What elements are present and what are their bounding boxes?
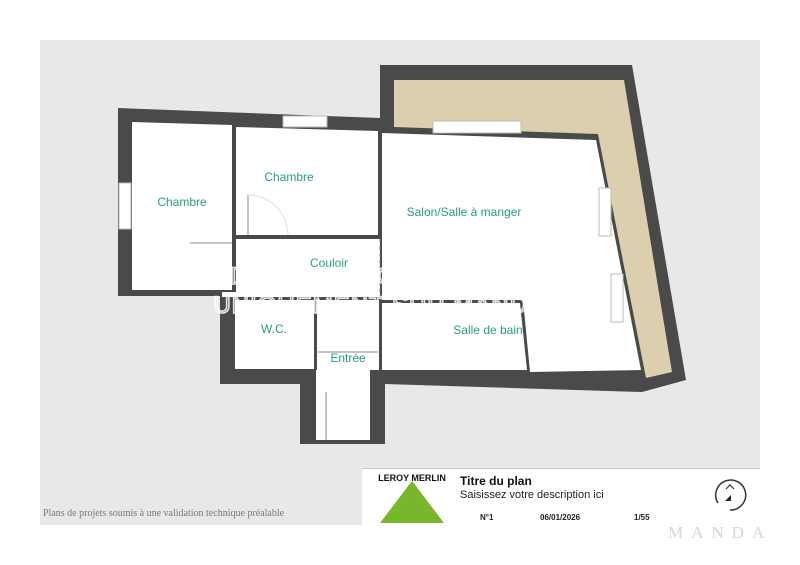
leroy-merlin-logo: LEROY MERLIN — [378, 473, 446, 523]
plan-title[interactable]: Titre du plan — [460, 474, 532, 488]
window — [432, 120, 522, 134]
room-label-salle-de-bain: Salle de bain — [453, 323, 522, 337]
room-chambre-top — [236, 127, 378, 235]
room-salon — [382, 133, 641, 372]
room-label-chambre-top: Chambre — [264, 170, 314, 184]
watermark-line1: DÉPOSEZ VOTRE DOSSIER — [230, 263, 570, 290]
plan-date: 06/01/2026 — [540, 513, 581, 522]
plan-number: N°1 — [480, 513, 494, 522]
room-label-entree: Entrée — [330, 351, 366, 365]
window — [118, 182, 132, 230]
room-couloir — [222, 239, 380, 297]
balcony — [394, 80, 672, 378]
room-label-salon: Salon/Salle à manger — [407, 205, 522, 219]
plan-scale: 1/55 — [634, 513, 650, 522]
svg-text:LEROY MERLIN: LEROY MERLIN — [378, 473, 446, 483]
room-label-wc: W.C. — [261, 322, 287, 336]
room-entree — [316, 300, 379, 440]
room-wc — [235, 300, 314, 369]
room-label-chambre-left: Chambre — [157, 195, 207, 209]
window — [598, 187, 612, 237]
manda-brand: MANDA — [668, 523, 773, 542]
footer-note: Plans de projets soumis à une validation… — [43, 508, 285, 519]
room-salle-de-bain — [382, 303, 527, 370]
title-block: LEROY MERLIN Titre du plan Saisissez vot… — [362, 468, 760, 526]
room-chambre-left — [132, 122, 232, 290]
plan-description[interactable]: Saisissez votre description ici — [460, 489, 604, 501]
watermark-line2: UNIQUEMENT SUR MANDA.FR — [213, 292, 586, 319]
window — [610, 273, 624, 323]
room-label-couloir: Couloir — [310, 256, 348, 270]
door-swing — [247, 194, 289, 236]
window — [282, 115, 328, 128]
manda-logo-icon — [714, 479, 747, 511]
